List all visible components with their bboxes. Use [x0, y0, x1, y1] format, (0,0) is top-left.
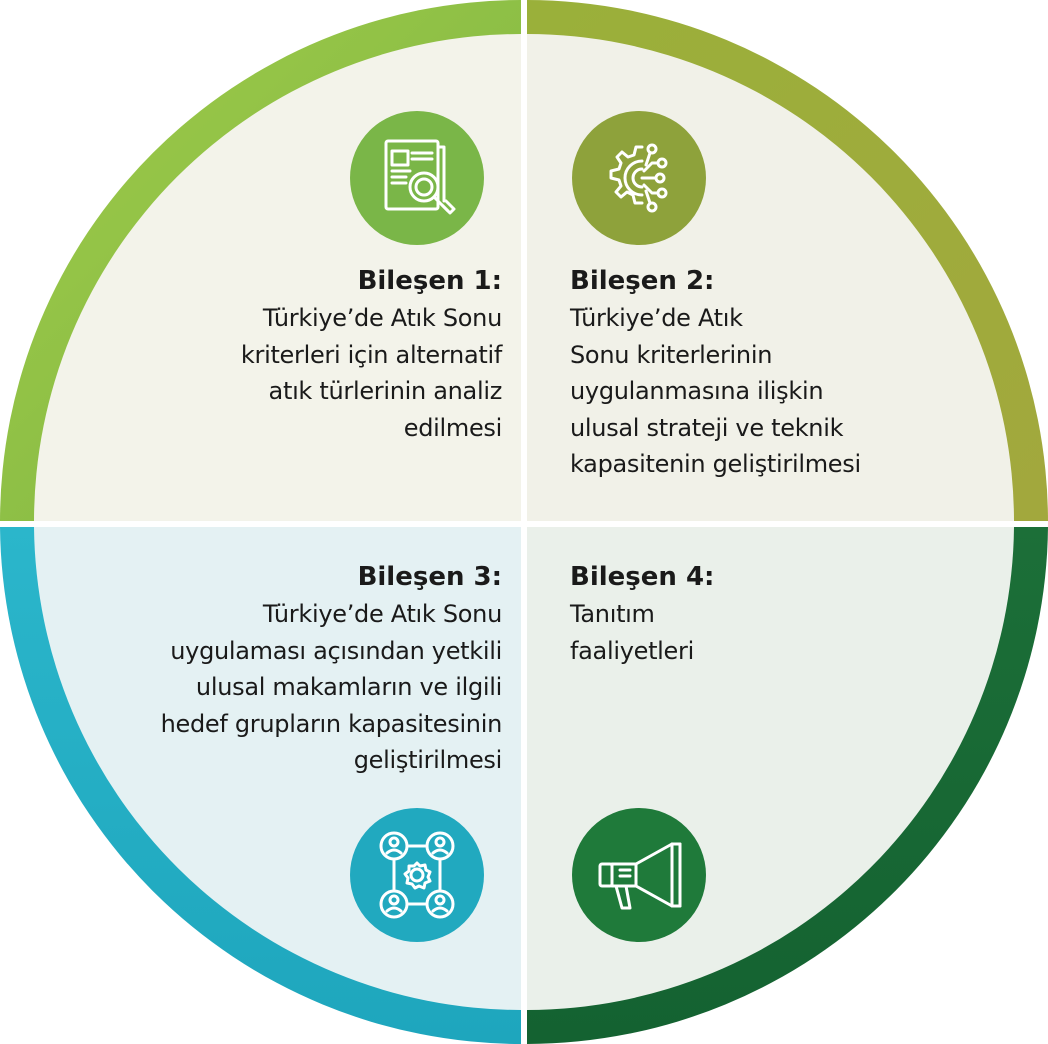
component-4-line: faaliyetleri [570, 636, 694, 665]
component-2-title: Bileşen 2: [570, 266, 715, 296]
component-3-text: Bileşen 3: Türkiye’de Atık Sonu uygulama… [100, 559, 503, 779]
document-magnifier-icon [350, 111, 484, 245]
megaphone-icon [572, 808, 706, 942]
component-4-line: Tanıtım [570, 600, 655, 628]
component-3-line: geliştirilmesi [353, 746, 503, 774]
horizontal-divider [0, 521, 1048, 527]
component-1-line: atık türlerinin analiz [268, 377, 503, 405]
component-3-line: uygulaması açısından yetkili [170, 636, 502, 665]
component-1-line: edilmesi [403, 413, 503, 442]
people-network-icon [350, 808, 484, 942]
component-2-line: kapasitenin geliştirilmesi [570, 450, 861, 478]
component-2-line: Türkiye’de Atık [570, 304, 743, 332]
component-3-line: hedef grupların kapasitesinin [160, 709, 503, 738]
component-3-line: Türkiye’de Atık Sonu [262, 600, 502, 628]
component-1-line: kriterleri için alternatif [240, 340, 502, 369]
component-3-line: ulusal makamların ve ilgili [195, 673, 502, 701]
gear-network-icon [572, 111, 706, 245]
component-2-line: uygulanmasına ilişkin [570, 377, 824, 405]
component-1-title: Bileşen 1: [357, 266, 502, 296]
component-2-line: ulusal strateji ve teknik [570, 413, 844, 442]
component-4-title: Bileşen 4: [570, 562, 715, 592]
component-2-text: Bileşen 2: Türkiye’de Atık Sonu kriterle… [570, 263, 970, 483]
component-1-line: Türkiye’de Atık Sonu [262, 304, 502, 332]
component-2-line: Sonu kriterlerinin [570, 340, 773, 369]
component-4-text: Bileşen 4: Tanıtım faaliyetleri [570, 559, 870, 669]
component-1-text: Bileşen 1: Türkiye’de Atık Sonu kriterle… [140, 263, 502, 446]
component-3-title: Bileşen 3: [357, 562, 502, 592]
